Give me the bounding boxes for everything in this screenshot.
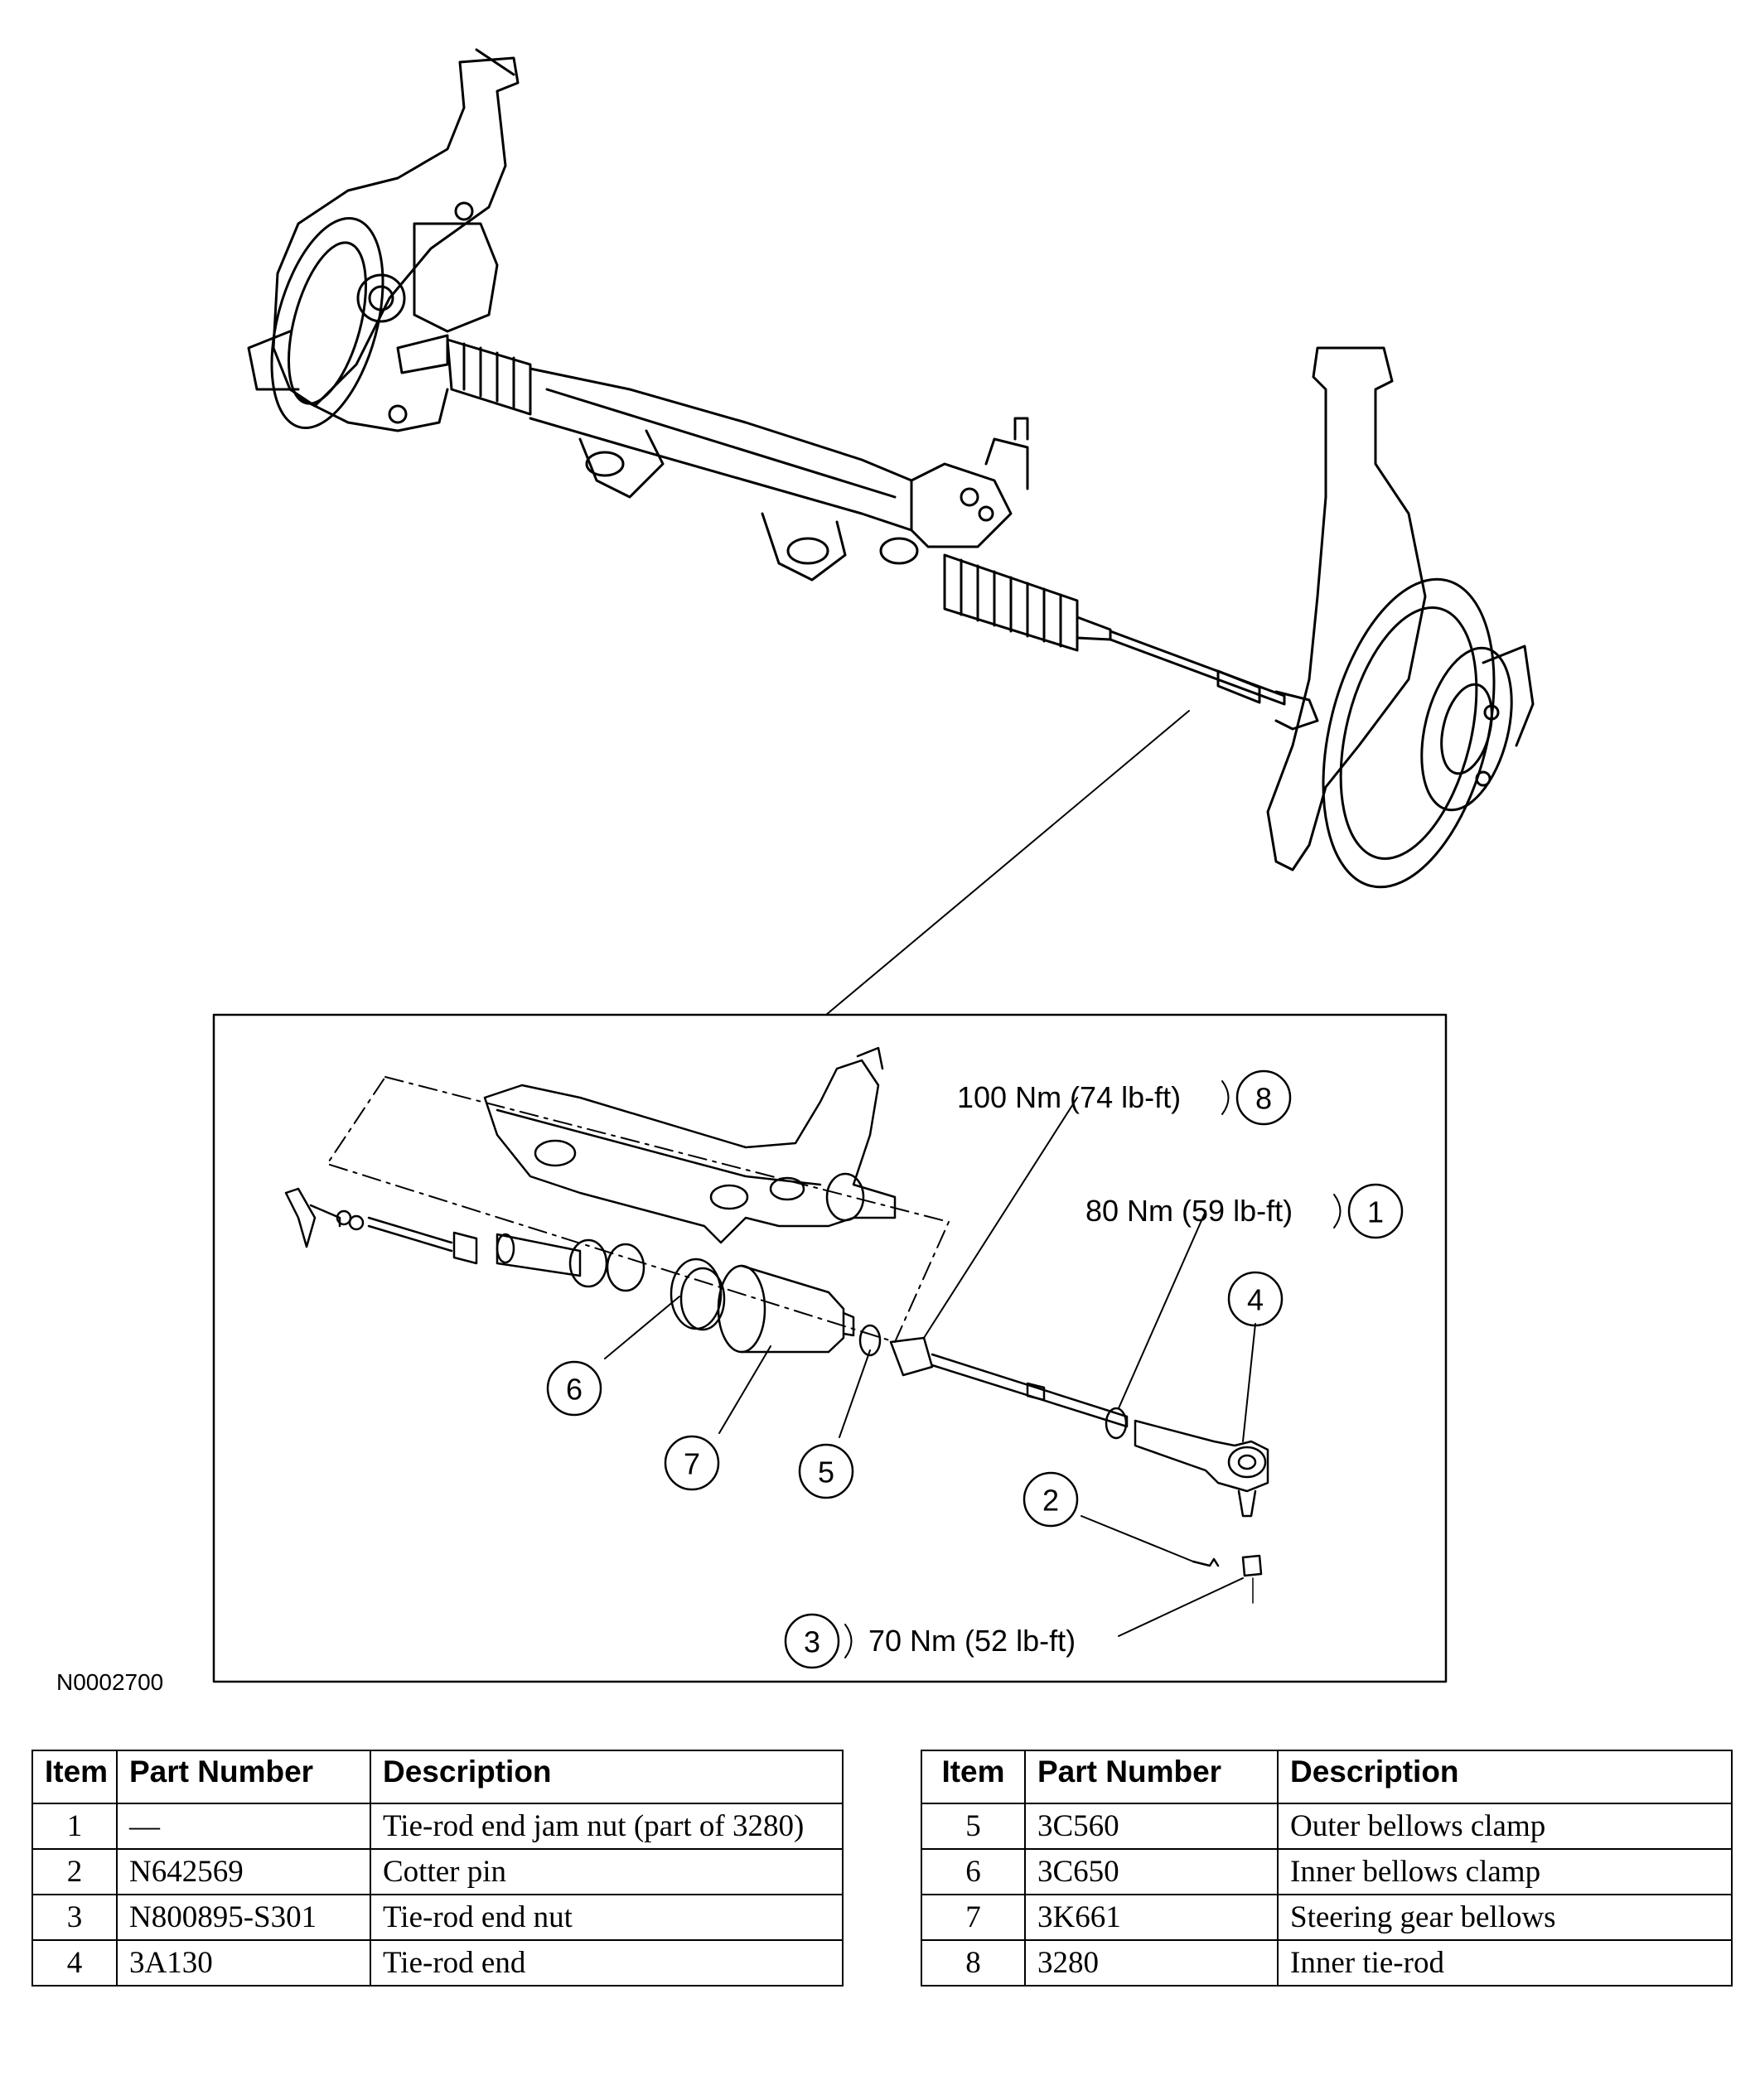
parts-table-left: Item Part Number Description 1 — Tie-rod… <box>31 1750 844 1987</box>
table-header-row: Item Part Number Description <box>31 1750 844 1804</box>
header-part-number: Part Number <box>1024 1750 1279 1804</box>
cell-part-number: 3K661 <box>1024 1894 1279 1941</box>
callout-label-8: 8 <box>1255 1082 1272 1116</box>
parts-table-right: Item Part Number Description 5 3C560 Out… <box>921 1750 1733 1987</box>
detail-view-frame <box>212 1013 1448 1683</box>
cell-item: 1 <box>31 1803 118 1850</box>
header-description: Description <box>370 1750 844 1804</box>
table-row: 1 — Tie-rod end jam nut (part of 3280) <box>31 1803 844 1850</box>
table-row: 2 N642569 Cotter pin <box>31 1848 844 1895</box>
steering-rack-drawing <box>396 334 1319 731</box>
callout-circle-2 <box>1023 1471 1079 1528</box>
header-item: Item <box>921 1750 1026 1804</box>
cell-description: Tie-rod end nut <box>370 1894 844 1941</box>
detail-rack-drawing <box>483 1046 897 1244</box>
cell-item: 7 <box>921 1894 1026 1941</box>
cell-part-number: — <box>116 1803 371 1850</box>
callout-label-3: 3 <box>804 1625 820 1659</box>
cell-item: 2 <box>31 1848 118 1895</box>
tierod-end-nut-drawing <box>1241 1554 1263 1604</box>
cell-description: Inner tie-rod <box>1277 1939 1733 1987</box>
detail-left-tierod-drawing <box>284 1187 645 1292</box>
callout-leaders <box>604 1097 1256 1637</box>
table-row: 3 N800895-S301 Tie-rod end nut <box>31 1894 844 1941</box>
inner-tierod-drawing <box>889 1336 1129 1428</box>
header-description: Description <box>1277 1750 1733 1804</box>
header-item: Item <box>31 1750 118 1804</box>
cell-part-number: N800895-S301 <box>116 1894 371 1941</box>
callout-circle-8 <box>1235 1069 1292 1126</box>
callout-label-7: 7 <box>684 1447 700 1481</box>
cell-item: 3 <box>31 1894 118 1941</box>
callout-circle-5 <box>798 1443 854 1499</box>
torque-spec-item3: 70 Nm (52 lb-ft) <box>868 1624 1076 1658</box>
table-row: 6 3C650 Inner bellows clamp <box>921 1848 1733 1895</box>
callout-label-6: 6 <box>566 1373 583 1407</box>
cell-part-number: 3280 <box>1024 1939 1279 1987</box>
cell-description: Tie-rod end <box>370 1939 844 1987</box>
cell-description: Steering gear bellows <box>1277 1894 1733 1941</box>
callout-label-5: 5 <box>818 1456 834 1489</box>
cell-part-number: 3C650 <box>1024 1848 1279 1895</box>
table-row: 7 3K661 Steering gear bellows <box>921 1894 1733 1941</box>
figure-id: N0002700 <box>56 1669 163 1695</box>
callout-circle-6 <box>546 1360 602 1417</box>
cell-description: Outer bellows clamp <box>1277 1803 1733 1850</box>
cell-item: 8 <box>921 1939 1026 1987</box>
cell-part-number: N642569 <box>116 1848 371 1895</box>
table-header-row: Item Part Number Description <box>921 1750 1733 1804</box>
table-row: 4 3A130 Tie-rod end <box>31 1939 844 1987</box>
table-row: 5 3C560 Outer bellows clamp <box>921 1803 1733 1850</box>
cell-item: 4 <box>31 1939 118 1987</box>
leader-line <box>825 710 1190 1016</box>
jam-nut-drawing <box>1105 1407 1128 1440</box>
steering-gear-bellows-drawing <box>717 1264 855 1354</box>
cotter-pin-drawing <box>1192 1557 1220 1567</box>
callout-label-1: 1 <box>1367 1195 1384 1229</box>
torque-spec-item8: 100 Nm (74 lb-ft) <box>957 1080 1181 1114</box>
callout-circle-1 <box>1347 1183 1404 1239</box>
callout-circles <box>546 1069 1404 1669</box>
callout-label-2: 2 <box>1042 1484 1059 1518</box>
cell-part-number: 3C560 <box>1024 1803 1279 1850</box>
right-knuckle-drawing <box>1266 346 1535 889</box>
table-row: 8 3280 Inner tie-rod <box>921 1939 1733 1987</box>
cell-item: 5 <box>921 1803 1026 1850</box>
tierod-end-drawing <box>1134 1419 1269 1518</box>
callout-circle-3 <box>784 1613 840 1669</box>
outer-bellows-clamp-drawing <box>858 1324 882 1357</box>
cell-description: Cotter pin <box>370 1848 844 1895</box>
inner-bellows-clamp-drawing <box>670 1258 726 1331</box>
cell-item: 6 <box>921 1848 1026 1895</box>
cell-description: Inner bellows clamp <box>1277 1848 1733 1895</box>
torque-spec-item1: 80 Nm (59 lb-ft) <box>1085 1194 1293 1228</box>
callout-circle-7 <box>664 1435 720 1491</box>
header-part-number: Part Number <box>116 1750 371 1804</box>
callout-circle-4 <box>1227 1271 1284 1327</box>
alignment-dashed-outline <box>326 1076 950 1343</box>
callout-label-4: 4 <box>1247 1283 1264 1317</box>
cell-description: Tie-rod end jam nut (part of 3280) <box>370 1803 844 1850</box>
cell-part-number: 3A130 <box>116 1939 371 1987</box>
left-knuckle-drawing <box>247 48 520 432</box>
